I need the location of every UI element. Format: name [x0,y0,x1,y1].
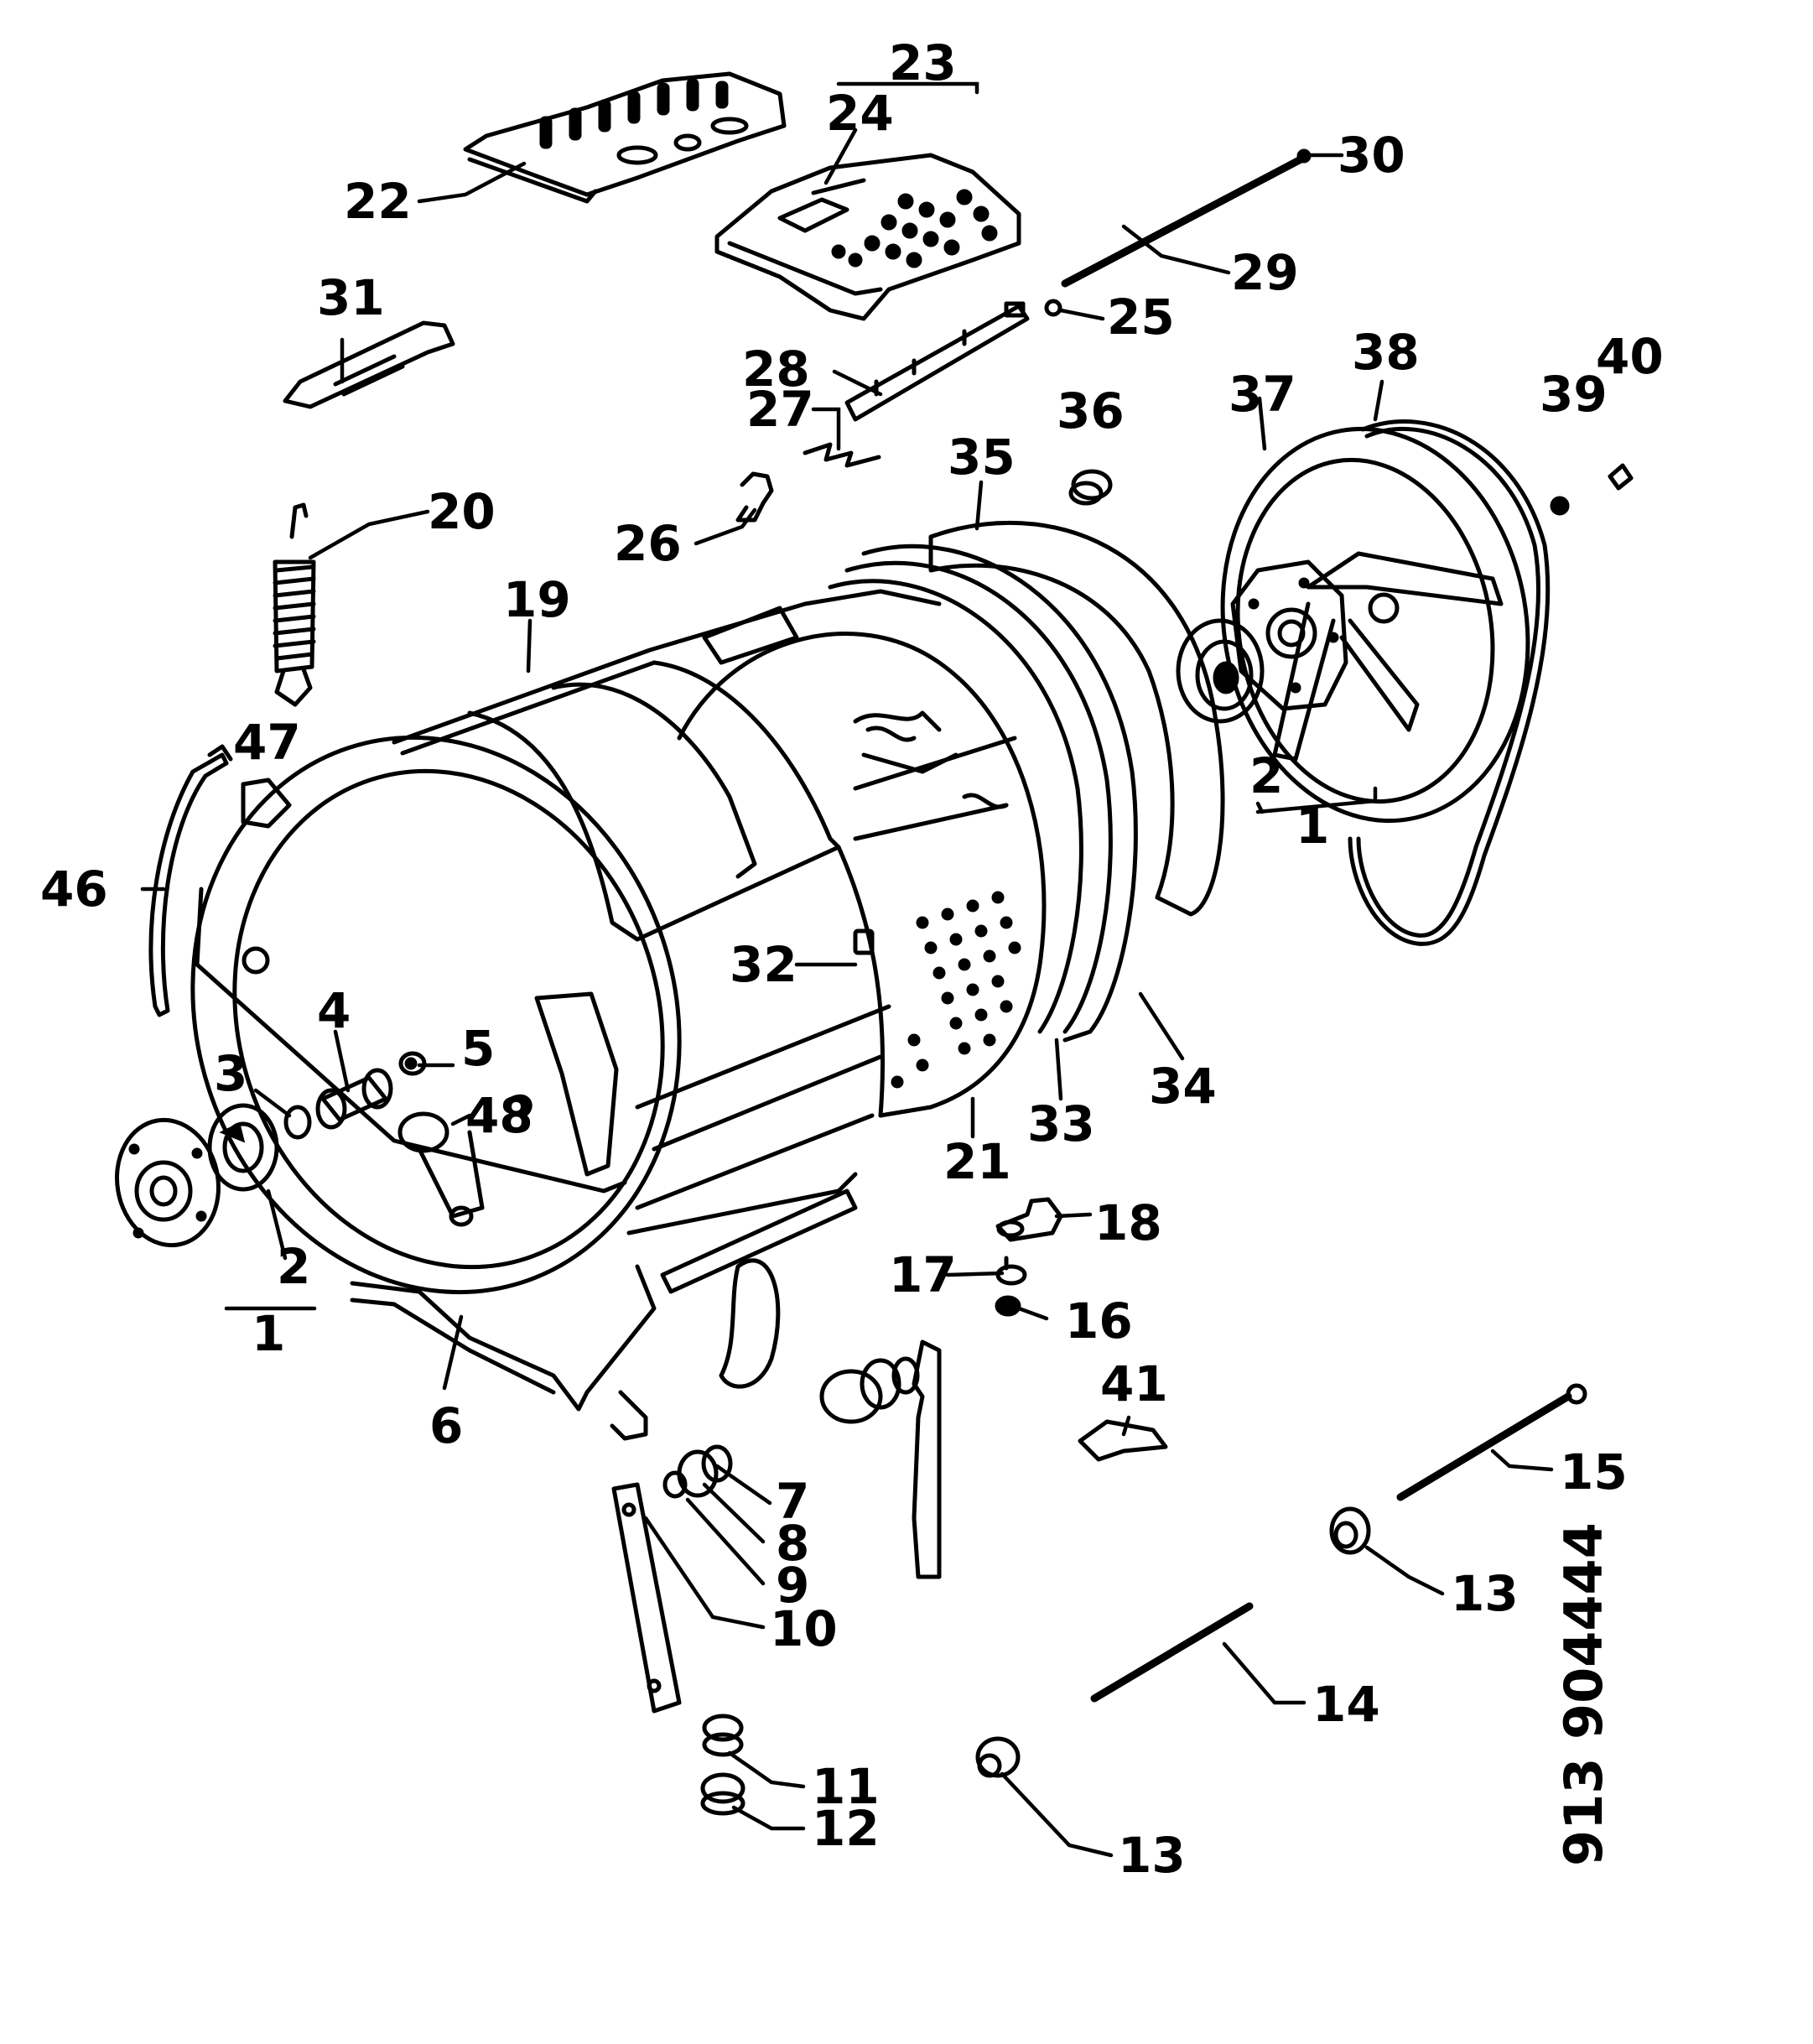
part-48-bracket [397,1095,532,1227]
callout-20: 20 [428,483,496,540]
callout-12: 12 [812,1800,880,1857]
part-37-pulley [1220,426,1530,824]
part-19-tub-body [392,589,1017,1235]
part-20-spring [273,502,316,707]
part-23-24-drum-lid [714,153,1021,321]
reference-code: 913 904444 [1553,1522,1614,1866]
callout-1-right: 1 [1296,798,1329,855]
callout-1-left: 1 [252,1305,285,1362]
part-15-bolt [1396,1383,1587,1501]
leader-lines [140,81,1554,1858]
callout-14: 14 [1312,1676,1380,1733]
part-38-belt [1356,427,1541,938]
callout-39: 39 [1540,366,1608,423]
part-33-rear-ring [844,560,1113,1034]
callout-31: 31 [317,269,385,326]
callout-40: 40 [1596,328,1664,385]
part-46-clamp-band [148,752,229,1017]
callout-7: 7 [776,1473,809,1530]
part-13-bush-lower [975,1736,1021,1778]
callout-21: 21 [943,1133,1011,1190]
callout-15: 15 [1560,1443,1628,1500]
callout-19: 19 [503,571,571,628]
part-11-12-bushes [700,1714,745,1816]
part-41-bracket [1078,1419,1168,1462]
part-28-hinge-rail [844,301,1030,422]
callout-10: 10 [770,1600,838,1657]
part-10-shock-arm [611,1482,682,1714]
callout-48: 48 [465,1087,533,1144]
callout-5: 5 [461,1020,495,1077]
part-13-bush-upper [1329,1506,1371,1555]
part-26-latch-hook [735,471,774,523]
callout-11: 11 [812,1758,880,1815]
callout-33: 33 [1027,1095,1095,1152]
part-47-tub-front [190,735,682,1295]
parts-drawing [114,71,1634,1816]
callout-13-upper: 13 [1451,1565,1519,1622]
callout-38: 38 [1352,324,1420,381]
callout-47: 47 [233,714,301,771]
part-35-seal-ring [928,520,1225,917]
callout-13-lower: 13 [1118,1827,1186,1884]
part-16-nut [995,1295,1021,1317]
callout-41: 41 [1100,1355,1168,1412]
part-27-clip [803,442,881,468]
part-21-inner-drum [677,632,1047,1118]
part-18-latch [995,1197,1063,1242]
callout-3: 3 [214,1045,247,1102]
callout-16: 16 [1065,1292,1133,1350]
callout-18: 18 [1094,1194,1162,1251]
callout-36: 36 [1057,382,1125,439]
callout-27: 27 [746,381,814,438]
part-4-axle [315,1068,393,1130]
part-7-8-9-shock-top [662,1339,942,1579]
part-40-screw [1608,463,1634,491]
part-3-seal [283,1105,312,1140]
callout-2-right: 2 [1249,747,1283,804]
part-22-cover-plate [463,71,787,204]
callout-30: 30 [1338,127,1405,184]
callout-22: 22 [344,173,412,230]
callout-6: 6 [429,1397,463,1454]
part-1-left-flange [114,1117,221,1248]
part-34-rear-ring [861,544,1138,1043]
part-2-right-bearing [1176,618,1265,724]
callout-35: 35 [948,429,1016,486]
callout-labels: 22 23 24 30 29 25 31 28 27 36 37 38 39 4… [40,34,1664,1884]
callout-26: 26 [614,515,682,572]
part-2-left-bearing [207,1103,279,1192]
callout-37: 37 [1229,366,1296,423]
callout-2-left: 2 [277,1238,310,1295]
callout-17: 17 [889,1246,957,1303]
callout-25: 25 [1107,289,1175,346]
callout-32: 32 [730,936,797,993]
part-25-pin [1044,299,1062,317]
part-36-bush [1068,469,1113,506]
callout-29: 29 [1231,244,1299,301]
part-6-base-frame [350,1188,858,1441]
part-39-nut [1550,496,1570,516]
callout-34: 34 [1149,1058,1217,1115]
callout-28: 28 [742,341,810,398]
callout-24: 24 [826,85,894,142]
part-14-rod [1090,1602,1254,1703]
callout-4: 4 [317,982,351,1039]
part-31-hinge-bracket [283,320,455,409]
callout-8: 8 [776,1515,809,1572]
callout-23: 23 [889,34,957,91]
part-17-washer [995,1256,1027,1286]
callout-46: 46 [40,861,108,918]
part-32-clip [853,928,875,955]
part-1-right-flange [1230,559,1348,711]
callout-9: 9 [776,1557,809,1614]
